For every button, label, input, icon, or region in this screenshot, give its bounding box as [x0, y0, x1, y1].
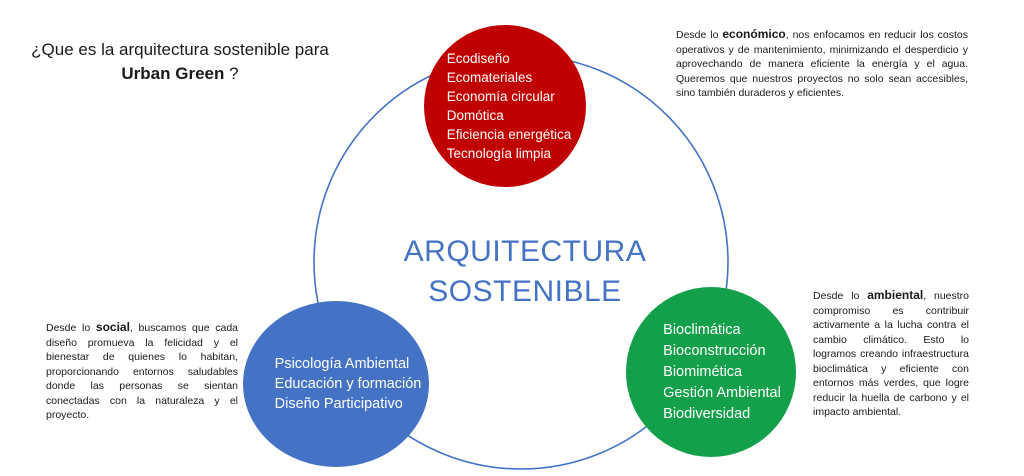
economic-keyword: económico: [722, 27, 786, 41]
social-desc-before: Desde lo: [46, 322, 96, 334]
environmental-list: Bioclimática Bioconstrucción Biomimética…: [641, 320, 781, 425]
center-title: ARQUITECTURA SOSTENIBLE: [395, 232, 655, 312]
economic-description: Desde lo económico, nos enfocamos en red…: [676, 27, 968, 101]
center-title-line1: ARQUITECTURA: [403, 235, 647, 268]
social-list: Psicología Ambiental Educación y formaci…: [251, 354, 422, 414]
question-suffix: ?: [224, 64, 239, 83]
environmental-item: Biomimética: [663, 363, 743, 380]
economic-item: Economía circular: [446, 89, 555, 104]
economic-desc-after: , nos enfocamos en reducir los costos op…: [676, 29, 969, 99]
economic-item: Tecnología limpia: [446, 146, 552, 161]
economic-circle: Ecodiseño Ecomateriales Economía circula…: [424, 25, 586, 187]
environmental-desc-before: Desde lo: [813, 290, 868, 302]
environmental-keyword: ambiental: [867, 288, 924, 302]
economic-item: Eficiencia energética: [446, 127, 572, 142]
economic-item: Ecomateriales: [446, 70, 533, 85]
economic-list: Ecodiseño Ecomateriales Economía circula…: [439, 49, 572, 163]
social-description: Desde lo social, buscamos que cada diseñ…: [46, 320, 238, 423]
social-item: Psicología Ambiental: [274, 356, 410, 372]
social-circle: Psicología Ambiental Educación y formaci…: [243, 301, 429, 467]
environmental-desc-after: , nuestro compromiso es contribuir activ…: [813, 290, 969, 418]
environmental-description: Desde lo ambiental, nuestro compromiso e…: [813, 288, 969, 420]
economic-item: Domótica: [446, 108, 504, 123]
center-title-line2: SOSTENIBLE: [428, 275, 622, 308]
social-item: Diseño Participativo: [274, 396, 403, 412]
social-desc-after: , buscamos que cada diseño promueva la f…: [46, 322, 239, 421]
environmental-item: Biodiversidad: [663, 405, 751, 422]
economic-item: Ecodiseño: [446, 51, 510, 66]
question-brand: Urban Green: [121, 64, 225, 83]
environmental-item: Bioclimática: [663, 321, 741, 338]
social-keyword: social: [95, 320, 130, 334]
social-item: Educación y formación: [274, 376, 422, 392]
diagram-question: ¿Que es la arquitectura sostenible para …: [20, 38, 340, 86]
environmental-item: Bioconstrucción: [663, 342, 766, 359]
environmental-item: Gestión Ambiental: [663, 384, 781, 401]
economic-desc-before: Desde lo: [676, 29, 723, 41]
question-prefix: ¿Que es la arquitectura sostenible para: [31, 40, 329, 59]
environmental-circle: Bioclimática Bioconstrucción Biomimética…: [626, 287, 796, 457]
